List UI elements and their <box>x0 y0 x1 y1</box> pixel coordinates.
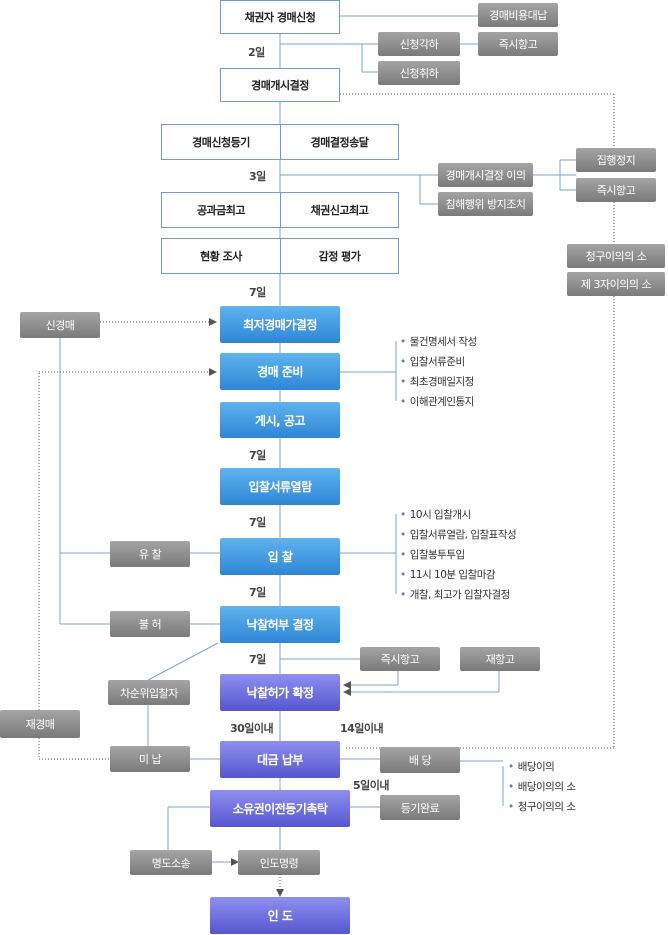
label-7days-1: 7일 <box>249 286 266 299</box>
re-auction-box: 재경매 <box>0 710 80 738</box>
dist-item: 청구이의의 소 <box>508 799 576 814</box>
bid-item: 11시 10분 입찰마감 <box>400 567 496 582</box>
ownership-reg-box: 소유권이전등기촉탁 <box>210 790 350 827</box>
payment-box: 대금 납부 <box>220 741 340 778</box>
claim-report-notice-box: 채권신고최고 <box>280 192 399 228</box>
stop-execution-box: 집행정지 <box>576 148 656 172</box>
prep-item: 물건명세서 작성 <box>400 334 477 349</box>
distribution-box: 배 당 <box>380 747 460 773</box>
not-permit-box: 불 허 <box>110 611 190 637</box>
doc-view-box: 입찰서류열람 <box>220 468 340 505</box>
third-party-suit-box: 제 3자이의의 소 <box>567 272 665 296</box>
min-price-box: 최저경매가결정 <box>220 306 340 343</box>
re-appeal-box: 재항고 <box>460 647 540 671</box>
unpaid-box: 미 납 <box>110 746 190 772</box>
label-2days: 2일 <box>248 46 265 59</box>
public-tax-notice-box: 공과금최고 <box>161 192 280 228</box>
decision-delivery-box: 경매결정송달 <box>280 124 399 160</box>
prep-item: 입찰서류준비 <box>400 354 465 369</box>
dist-item: 배당이의 <box>508 759 555 774</box>
auction-cost-box: 경매비용대납 <box>478 3 558 27</box>
bidding-box: 입 찰 <box>220 538 340 575</box>
label-7days-3: 7일 <box>249 516 266 529</box>
immediate-appeal-box-3: 즉시항고 <box>360 647 440 671</box>
prep-box: 경매 준비 <box>220 353 340 390</box>
bid-item: 입찰봉투투입 <box>400 547 465 562</box>
objection-box: 경매개시결정 이의 <box>438 163 533 187</box>
failed-bid-box: 유 찰 <box>110 541 190 567</box>
bid-item: 입찰서류열람, 입찰표작성 <box>400 527 517 542</box>
label-7days-2: 7일 <box>249 449 266 462</box>
label-3days: 3일 <box>249 170 266 183</box>
appraisal-box: 감정 평가 <box>280 238 399 274</box>
label-within-14: 14일이내 <box>340 722 384 735</box>
immediate-appeal-box-1: 즉시항고 <box>478 32 558 56</box>
bid-item: 10시 입찰개시 <box>400 507 471 522</box>
prevent-infringement-box: 침해행위 방지조치 <box>438 192 533 216</box>
label-within-30: 30일이내 <box>230 722 274 735</box>
auction-start-box: 경매개시결정 <box>220 68 340 102</box>
withdraw-box: 신청취하 <box>378 61 460 85</box>
new-auction-box: 신경매 <box>20 312 100 338</box>
bid-decision-box: 낙찰허부 결정 <box>220 606 340 643</box>
claim-objection-suit-box: 청구이의의 소 <box>567 244 665 268</box>
delivery-box: 인 도 <box>210 897 350 934</box>
post-box: 게시, 공고 <box>220 402 340 438</box>
eviction-order-box: 인도명령 <box>238 850 320 875</box>
prep-item: 최초경매일지정 <box>400 374 475 389</box>
bid-item: 개찰, 최고가 입찰자결정 <box>400 587 511 602</box>
registry-box: 경매신청등기 <box>161 124 280 160</box>
dist-item: 배당이의의 소 <box>508 779 576 794</box>
immediate-appeal-box-2: 즉시항고 <box>576 178 656 202</box>
dismiss-box: 신청각하 <box>378 32 460 56</box>
label-within-5: 5일이내 <box>353 779 390 792</box>
bid-confirm-box: 낙찰허가 확정 <box>220 674 340 711</box>
prep-item: 이해관계인통지 <box>400 394 475 409</box>
next-bidder-box: 차순위입찰자 <box>108 680 190 705</box>
eviction-suit-box: 명도소송 <box>130 850 212 875</box>
label-7days-5: 7일 <box>249 653 266 666</box>
status-survey-box: 현황 조사 <box>161 238 280 274</box>
reg-done-box: 등기완료 <box>380 795 460 820</box>
label-7days-4: 7일 <box>249 586 266 599</box>
creditor-apply-box: 채권자 경매신청 <box>220 0 340 34</box>
